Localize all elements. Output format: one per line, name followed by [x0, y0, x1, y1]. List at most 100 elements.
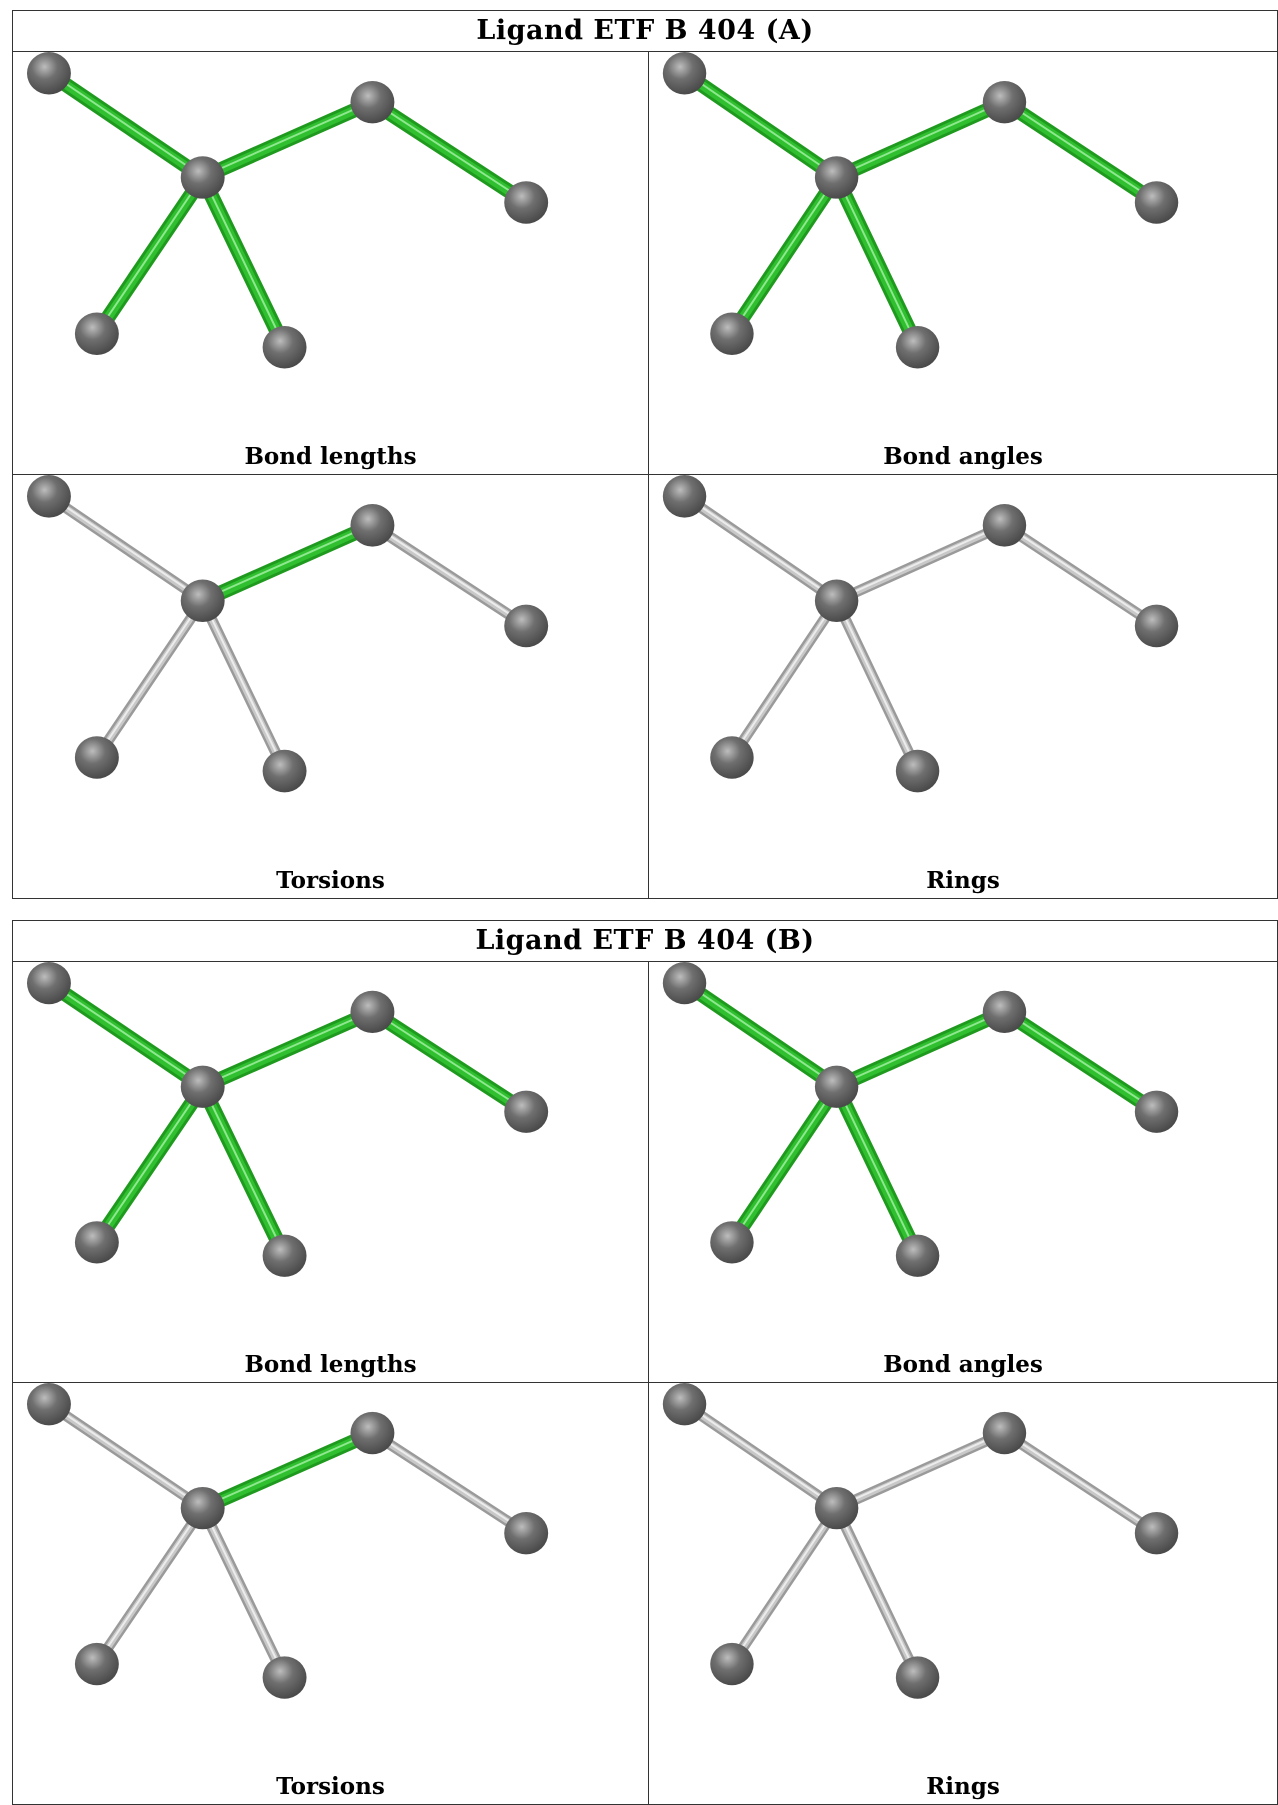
- table-title: Ligand ETF B 404 (A): [13, 11, 1277, 52]
- cell-label: Torsions: [276, 867, 385, 894]
- cell-rings: Rings: [649, 1383, 1277, 1804]
- molecule-diagram: [662, 52, 1179, 369]
- molecule-diagram: [662, 962, 1179, 1277]
- atom-c1: [662, 962, 707, 1005]
- molecule-diagram: [26, 52, 549, 369]
- bond-c2-c6: [831, 1502, 924, 1683]
- atom-c4: [1134, 1090, 1179, 1133]
- atom-c4: [1134, 181, 1179, 224]
- atom-c4: [1134, 1511, 1179, 1555]
- molecule-diagram: [26, 962, 549, 1277]
- bond-c3-c4: [366, 1427, 532, 1539]
- bond-c2-c6: [829, 1079, 925, 1263]
- bond-c1-c2: [679, 490, 843, 607]
- bond-c2-c3: [195, 518, 380, 609]
- cell-label: Bond angles: [883, 443, 1043, 470]
- bond-c2-c5: [91, 1502, 209, 1670]
- bond-c2-c5: [726, 1502, 843, 1670]
- atom-c4: [1134, 604, 1179, 648]
- bond-c1-c2: [679, 1398, 843, 1514]
- bond-c1-c2: [41, 65, 211, 185]
- molecule-diagram: [662, 1383, 1179, 1699]
- bond-c3-c4: [364, 1004, 534, 1119]
- atom-c5: [74, 1221, 119, 1264]
- atom-c4: [504, 1090, 549, 1133]
- bond-c2-c6: [831, 595, 924, 777]
- bond-c2-c3: [195, 1004, 380, 1094]
- cell-label: Bond lengths: [244, 443, 417, 470]
- atom-c2: [180, 1065, 225, 1108]
- bond-c2-c3: [195, 94, 380, 185]
- atom-c5: [710, 736, 754, 779]
- atom-c3: [982, 990, 1027, 1034]
- ligand-table-a: Ligand ETF B 404 (A) Bond lengths Bond a…: [12, 10, 1278, 899]
- bond-c1-c2: [677, 975, 845, 1094]
- bond-c2-c3: [831, 519, 1010, 607]
- atom-c5: [74, 1642, 119, 1686]
- cell-torsions: Torsions: [13, 1383, 649, 1804]
- bond-c2-c3: [195, 1425, 380, 1516]
- atom-c2: [180, 156, 225, 199]
- atom-c2: [180, 579, 225, 623]
- atom-c3: [982, 504, 1027, 547]
- atom-c6: [895, 326, 940, 369]
- atom-c5: [710, 1221, 754, 1264]
- atom-c3: [350, 504, 395, 547]
- atom-c4: [504, 1511, 549, 1555]
- atom-c5: [710, 312, 754, 356]
- atom-c5: [710, 1642, 754, 1686]
- atom-c1: [26, 475, 71, 518]
- molecule-diagram: [26, 475, 549, 793]
- atom-c5: [74, 736, 119, 779]
- bond-c2-c5: [724, 170, 845, 342]
- bond-c2-c5: [726, 595, 843, 763]
- atom-c6: [895, 1234, 940, 1277]
- atom-c2: [814, 156, 859, 199]
- atom-c1: [662, 1383, 707, 1426]
- atom-c2: [180, 1486, 225, 1530]
- atom-c1: [662, 475, 707, 518]
- bond-c3-c4: [999, 1427, 1162, 1539]
- bond-c2-c3: [831, 1427, 1010, 1514]
- atom-c6: [262, 1234, 307, 1277]
- bond-c2-c5: [89, 170, 211, 342]
- cell-label: Rings: [926, 867, 1000, 894]
- atom-c6: [262, 749, 307, 793]
- bond-c3-c4: [997, 1004, 1164, 1119]
- atom-c3: [350, 990, 395, 1034]
- bond-c3-c4: [997, 94, 1164, 210]
- bond-c2-c5: [724, 1079, 845, 1250]
- atom-c4: [504, 181, 549, 224]
- cell-label: Torsions: [276, 1773, 385, 1800]
- structure-grid: Bond lengths Bond angles Torsions Rings: [13, 962, 1277, 1804]
- cell-bond-lengths: Bond lengths: [13, 52, 649, 475]
- bond-c2-c6: [197, 595, 291, 777]
- atom-c6: [895, 749, 940, 793]
- cell-rings: Rings: [649, 475, 1277, 898]
- atom-c3: [350, 80, 395, 124]
- atom-c1: [26, 962, 71, 1005]
- bond-c2-c6: [195, 1079, 293, 1263]
- atom-c3: [350, 1411, 395, 1455]
- cell-bond-angles: Bond angles: [649, 52, 1277, 475]
- molecule-diagram: [26, 1383, 549, 1699]
- atom-c1: [26, 52, 71, 95]
- bond-c2-c5: [91, 595, 209, 763]
- bond-c2-c6: [195, 170, 293, 355]
- atom-c1: [662, 52, 707, 95]
- atom-c6: [262, 326, 307, 369]
- atom-c6: [262, 1656, 307, 1699]
- cell-label: Bond lengths: [244, 1351, 417, 1378]
- cell-bond-angles: Bond angles: [649, 962, 1277, 1383]
- bond-c3-c4: [364, 94, 534, 210]
- bond-c1-c2: [43, 490, 209, 607]
- atom-c2: [814, 1065, 859, 1108]
- bond-c2-c3: [829, 1004, 1012, 1094]
- bond-c2-c3: [829, 94, 1012, 185]
- cell-torsions: Torsions: [13, 475, 649, 898]
- bond-c1-c2: [43, 1398, 209, 1514]
- atom-c2: [814, 1486, 859, 1530]
- atom-c6: [895, 1656, 940, 1699]
- structure-grid: Bond lengths Bond angles Torsions Rings: [13, 52, 1277, 898]
- bond-c3-c4: [999, 519, 1162, 632]
